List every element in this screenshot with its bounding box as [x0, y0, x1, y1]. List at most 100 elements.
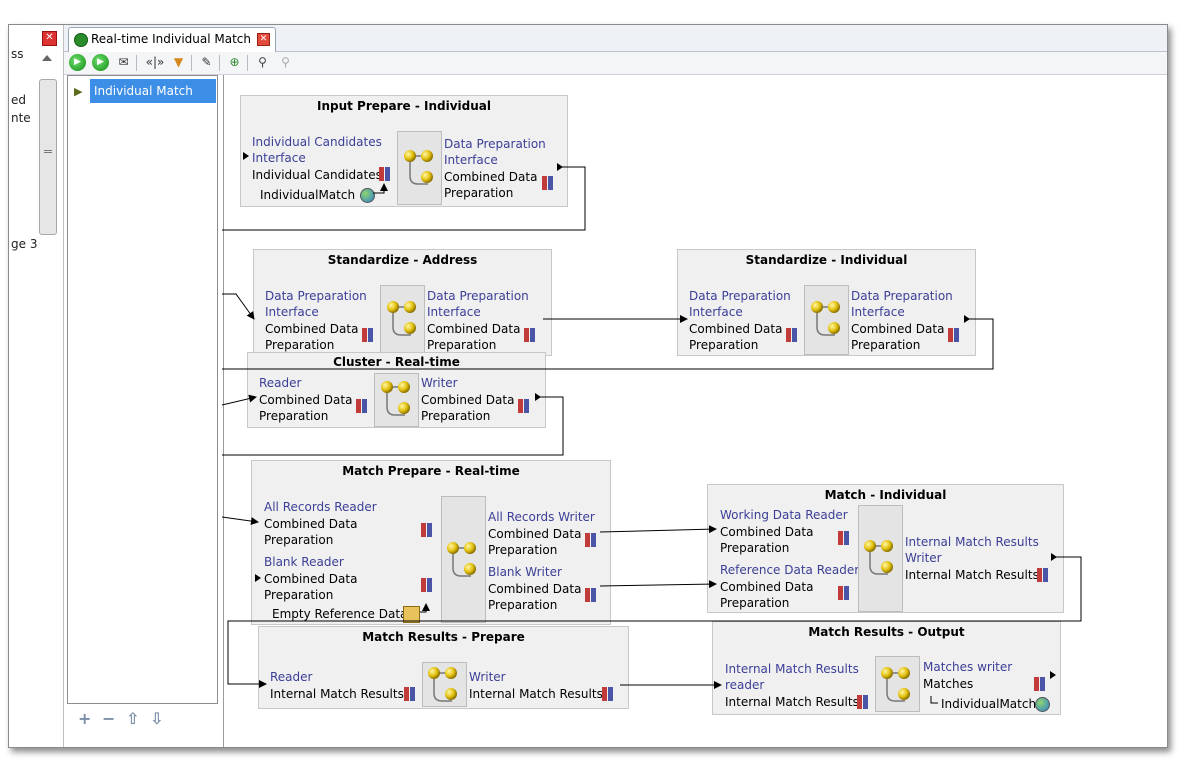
output-type-label: Preparation	[488, 598, 558, 612]
scrollbar[interactable]	[39, 79, 57, 235]
dataset-icon	[517, 398, 533, 414]
input-port-label[interactable]: Blank Reader	[264, 555, 344, 569]
mail-icon[interactable]: ✉	[118, 55, 129, 69]
box-title: Match Results - Prepare	[362, 630, 525, 644]
process-node[interactable]	[422, 662, 467, 707]
box-standardize-individual[interactable]: Standardize - Individual Data Preparatio…	[677, 249, 976, 356]
box-match-results-prepare[interactable]: Match Results - Prepare Reader Internal …	[258, 626, 629, 709]
input-type-label: Combined Data	[720, 525, 814, 539]
scroll-grip-icon[interactable]	[44, 150, 52, 153]
run-step-icon[interactable]: ▶	[92, 54, 109, 71]
output-type-label: Preparation	[421, 409, 491, 423]
process-node[interactable]	[380, 285, 425, 355]
box-match-results-output[interactable]: Match Results - Output Internal Match Re…	[712, 621, 1061, 715]
output-type-label: Preparation	[444, 186, 514, 200]
input-port-label[interactable]: All Records Reader	[264, 500, 377, 514]
input-port-label[interactable]: Interface	[689, 305, 743, 319]
dataset-icon	[837, 530, 853, 546]
output-port-label[interactable]: Data Preparation	[851, 289, 953, 303]
input-port-label[interactable]: reader	[725, 678, 765, 692]
dataset-icon	[523, 327, 539, 343]
output-port-label[interactable]: Internal Match Results	[905, 535, 1039, 549]
input-type-label: Preparation	[689, 338, 759, 352]
input-port-label[interactable]: Reader	[259, 376, 302, 390]
box-cluster-real-time[interactable]: Cluster - Real-time Reader Combined Data…	[247, 352, 546, 428]
panel-text-fragment: ss	[11, 47, 24, 61]
edit-icon[interactable]: ✎	[201, 55, 212, 69]
filter-icon[interactable]: ▼	[173, 55, 184, 69]
process-node[interactable]	[804, 285, 849, 355]
toolbar-separator	[136, 55, 137, 71]
toolbar-separator	[219, 55, 220, 71]
output-port-label[interactable]: Data Preparation	[444, 137, 546, 151]
tree-item-individual-match[interactable]: ▶ Individual Match	[72, 79, 216, 103]
panel-text-fragment: ed	[11, 93, 26, 107]
input-port-label[interactable]: Data Preparation	[689, 289, 791, 303]
process-node[interactable]	[858, 505, 903, 612]
dataset-icon	[785, 327, 801, 343]
input-type-label: Preparation	[720, 541, 790, 555]
box-standardize-address[interactable]: Standardize - Address Data Preparation I…	[253, 249, 552, 356]
dataset-icon	[947, 327, 963, 343]
close-icon[interactable]: ✕	[42, 31, 57, 46]
tab-real-time-individual-match[interactable]: Real-time Individual Match ✕	[68, 27, 276, 52]
toolbar-separator	[191, 55, 192, 71]
input-port-label[interactable]: Individual Candidates	[252, 135, 382, 149]
extra-input-label: IndividualMatch	[260, 188, 356, 202]
output-port-label[interactable]: Interface	[444, 153, 498, 167]
add-icon[interactable]: +	[78, 709, 92, 728]
scroll-up-icon[interactable]	[42, 55, 52, 61]
process-node[interactable]	[397, 131, 442, 205]
process-node[interactable]	[875, 656, 920, 712]
input-type-label: Internal Match Results	[725, 695, 859, 709]
extra-output-label: IndividualMatch	[941, 697, 1037, 711]
output-port-label[interactable]: Matches writer	[923, 660, 1013, 674]
remove-icon[interactable]: −	[102, 709, 116, 728]
database-icon	[403, 606, 420, 623]
box-input-prepare[interactable]: Input Prepare - Individual Individual Ca…	[240, 95, 568, 207]
output-type-label: Matches	[923, 677, 974, 691]
dataset-icon	[420, 577, 436, 593]
output-port-label[interactable]: Writer	[421, 376, 458, 390]
move-up-icon[interactable]: ⇧	[126, 709, 140, 728]
close-icon[interactable]: ✕	[257, 33, 270, 46]
output-type-label: Combined Data	[488, 527, 582, 541]
output-port-label[interactable]: Data Preparation	[427, 289, 529, 303]
zoom-icon[interactable]: ⚲	[258, 55, 267, 69]
input-type-label: Combined Data	[264, 517, 358, 531]
process-node[interactable]	[441, 496, 486, 623]
process-node[interactable]	[374, 373, 419, 427]
extra-input-label: Empty Reference Data	[272, 607, 408, 621]
globe-icon	[1035, 697, 1050, 712]
input-port-label[interactable]: Interface	[265, 305, 319, 319]
split-icon[interactable]: «|»	[145, 55, 165, 69]
panel-text-fragment: ge 3	[11, 237, 38, 251]
output-port-label[interactable]: Writer	[905, 551, 942, 565]
output-port-label[interactable]: Interface	[427, 305, 481, 319]
input-port-label[interactable]: Data Preparation	[265, 289, 367, 303]
panel-text-fragment: nte	[11, 111, 31, 125]
input-port-label[interactable]: Reference Data Reader	[720, 563, 860, 577]
add-icon[interactable]: ⊕	[229, 55, 240, 69]
dataset-icon	[1033, 676, 1049, 692]
output-port-label[interactable]: Writer	[469, 670, 506, 684]
box-match-prepare[interactable]: Match Prepare - Real-time All Records Re…	[251, 460, 611, 625]
input-type-label: Combined Data	[265, 322, 359, 336]
output-type-label: Combined Data	[421, 393, 515, 407]
input-port-label[interactable]: Working Data Reader	[720, 508, 848, 522]
move-down-icon[interactable]: ⇩	[150, 709, 164, 728]
output-port-label[interactable]: Blank Writer	[488, 565, 562, 579]
run-icon[interactable]: ▶	[69, 54, 86, 71]
input-port-label[interactable]: Interface	[252, 151, 306, 165]
dataset-icon	[584, 532, 600, 548]
input-port-label[interactable]: Reader	[270, 670, 313, 684]
input-port-label[interactable]: Internal Match Results	[725, 662, 859, 676]
output-port-label[interactable]: All Records Writer	[488, 510, 595, 524]
tree-buttons: + − ⇧ ⇩	[78, 709, 178, 729]
box-match-individual[interactable]: Match - Individual Working Data Reader C…	[707, 484, 1064, 613]
output-port-label[interactable]: Interface	[851, 305, 905, 319]
output-type-label: Combined Data	[427, 322, 521, 336]
dataset-icon	[584, 587, 600, 603]
tab-label: Real-time Individual Match	[91, 32, 251, 46]
box-title: Cluster - Real-time	[333, 355, 460, 369]
